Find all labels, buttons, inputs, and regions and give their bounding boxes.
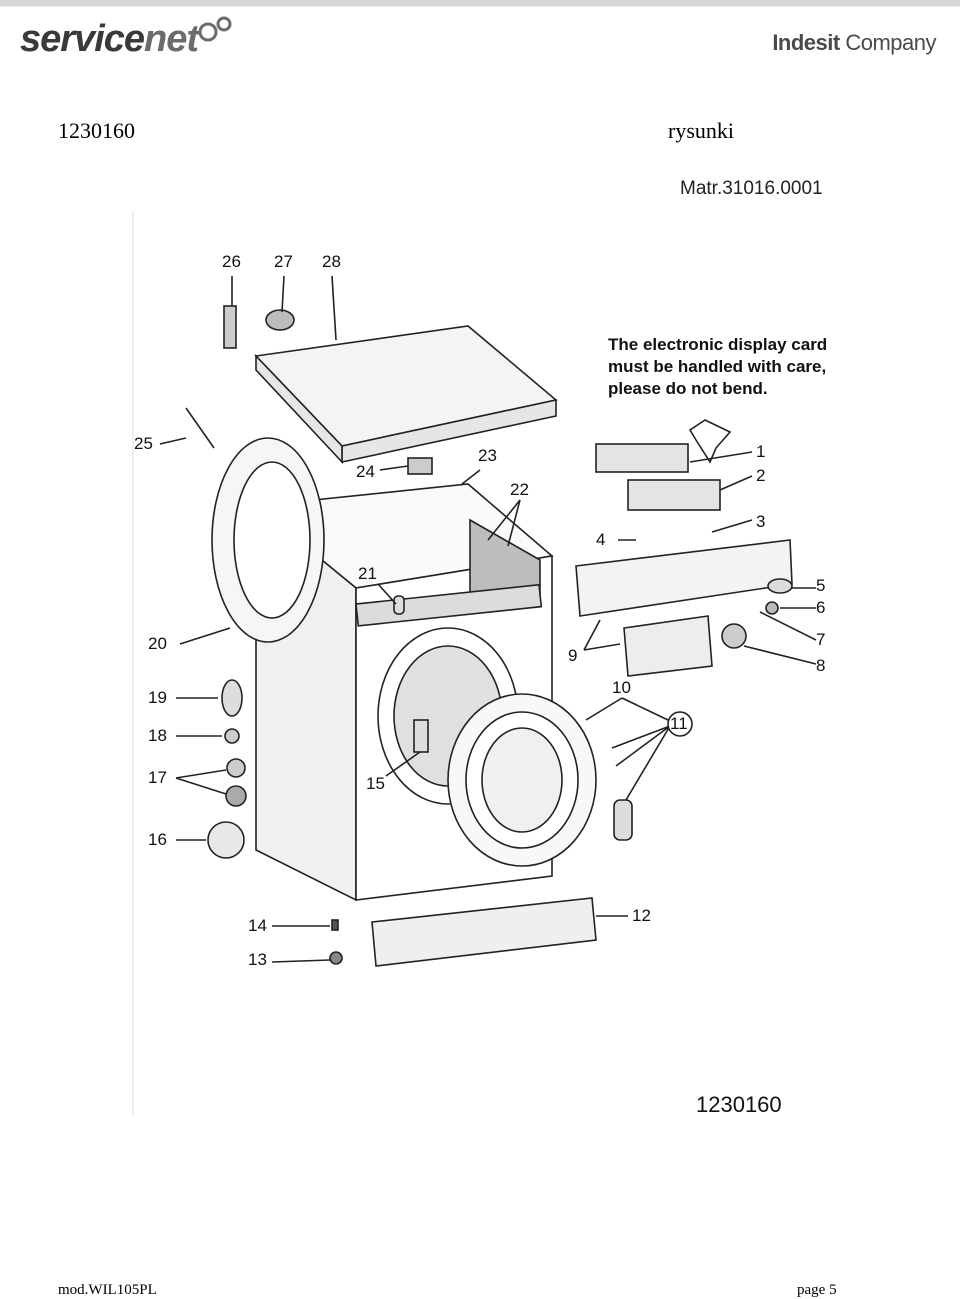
part-label-12: 12 — [632, 906, 651, 925]
part-label-2: 2 — [756, 466, 766, 485]
document-code: 1230160 — [58, 118, 135, 143]
plinth — [371, 897, 597, 967]
top-panel — [254, 325, 558, 447]
indesit-company-logo: Indesit Company — [772, 30, 936, 56]
part-18 — [224, 728, 240, 744]
part-27 — [265, 309, 295, 331]
part-label-10: 10 — [612, 678, 631, 697]
logo-text-service: service — [20, 18, 145, 60]
part-label-17: 17 — [148, 768, 167, 787]
part-label-28: 28 — [322, 252, 341, 271]
detergent-drawer — [623, 615, 713, 677]
part-label-9: 9 — [568, 646, 578, 665]
matr-number: Matr.31016.0001 — [680, 178, 823, 199]
logo-text-company: Company — [845, 30, 936, 55]
part-label-25: 25 — [134, 434, 153, 453]
part-6 — [765, 601, 779, 615]
part-8 — [721, 623, 747, 649]
part-label-27: 27 — [274, 252, 293, 271]
drawing-code: 1230160 — [696, 1092, 782, 1117]
part-26 — [223, 305, 237, 349]
logo-text-indesit: Indesit — [772, 30, 840, 55]
part-13 — [329, 951, 343, 965]
part-label-21: 21 — [358, 564, 377, 583]
arrow-icon — [688, 419, 732, 464]
top-bar — [0, 0, 960, 6]
part-label-23: 23 — [478, 446, 497, 465]
part-11-handle — [613, 799, 633, 841]
part-label-20: 20 — [148, 634, 167, 653]
control-panel — [575, 539, 793, 617]
part-label-15: 15 — [366, 774, 385, 793]
part-16 — [207, 821, 245, 859]
document-label: rysunki — [668, 118, 734, 143]
part-label-16: 16 — [148, 830, 167, 849]
part-label-1: 1 — [756, 442, 766, 461]
part-label-24: 24 — [356, 462, 375, 481]
part-17 — [226, 758, 246, 778]
handling-notice: The electronic display card must be hand… — [608, 335, 828, 398]
exploded-drawing-area — [132, 210, 834, 1115]
part-label-18: 18 — [148, 726, 167, 745]
display-card-2 — [627, 479, 721, 511]
servicenet-logo: servicenet — [20, 16, 250, 62]
part-label-22: 22 — [510, 480, 529, 499]
logo-text-net: net — [144, 18, 199, 60]
part-19 — [221, 679, 243, 717]
part-15 — [413, 719, 429, 753]
part-label-7: 7 — [816, 630, 826, 649]
footer-page: page 5 — [797, 1282, 837, 1298]
part-label-11: 11 — [670, 714, 688, 733]
footer-model: mod.WIL105PL — [58, 1282, 157, 1298]
part-label-26: 26 — [222, 252, 241, 271]
part-label-19: 19 — [148, 688, 167, 707]
part-14 — [331, 919, 339, 931]
header-rule — [0, 6, 960, 7]
part-5 — [767, 578, 793, 594]
part-label-8: 8 — [816, 656, 826, 675]
part-label-4: 4 — [596, 530, 606, 549]
display-card-1 — [595, 443, 689, 473]
part-label-3: 3 — [756, 512, 766, 531]
part-label-14: 14 — [248, 916, 267, 935]
part-label-5: 5 — [816, 576, 826, 595]
part-24 — [407, 457, 433, 475]
gears-icon — [198, 16, 232, 42]
part-label-13: 13 — [248, 950, 267, 969]
part-label-6: 6 — [816, 598, 826, 617]
part-21 — [393, 595, 405, 615]
